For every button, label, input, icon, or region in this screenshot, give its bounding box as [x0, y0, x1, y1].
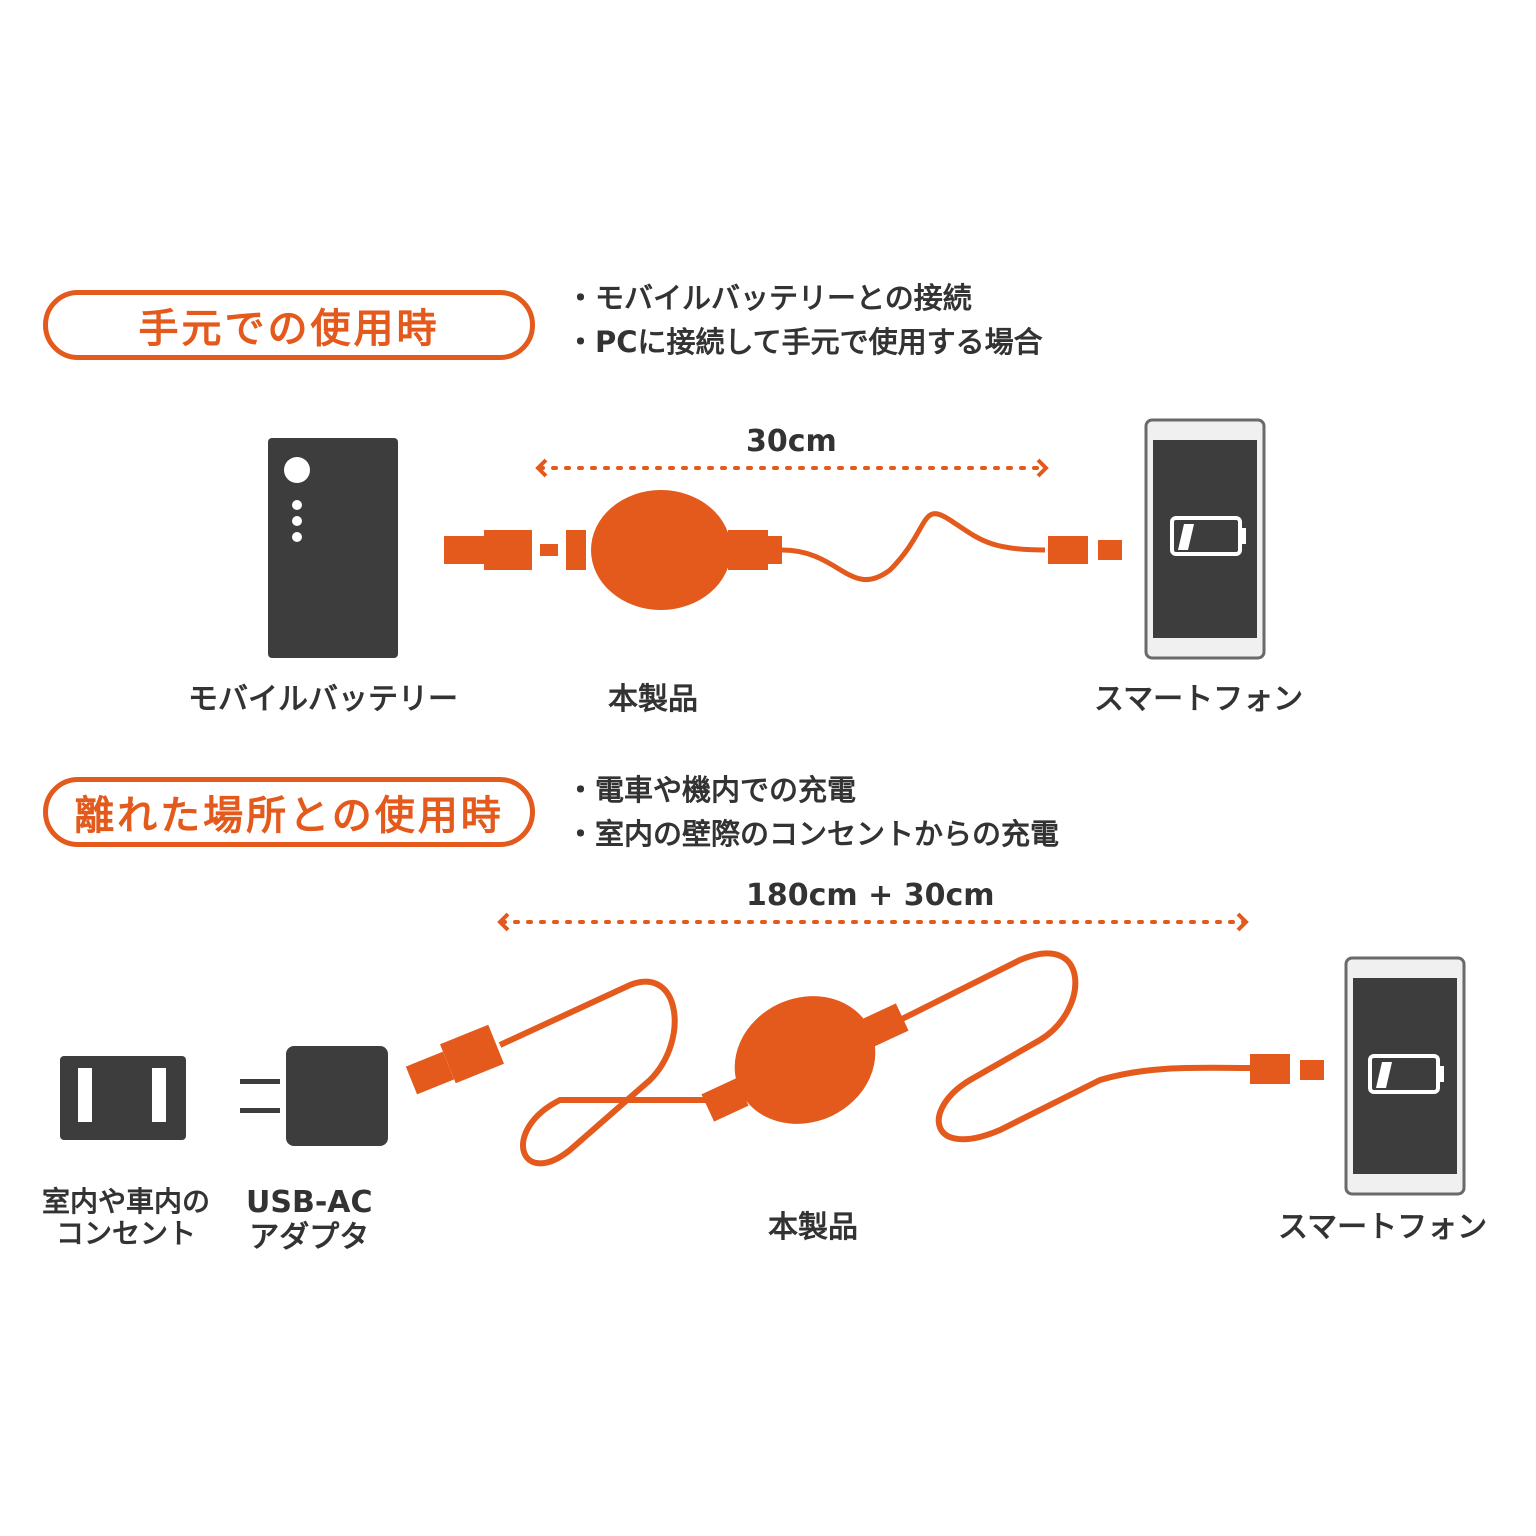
section2-note-2: ・室内の壁際のコンセントからの充電 — [566, 817, 1060, 851]
smartphone-icon — [1344, 956, 1466, 1196]
section1-note-2: ・PCに接続して手元で使用する場合 — [566, 325, 1043, 359]
section1-title-badge: 手元での使用時 — [43, 290, 535, 360]
usb-ac-adapter-label-line1: USB-AC — [246, 1185, 373, 1220]
section1-title: 手元での使用時 — [138, 306, 440, 352]
usb-ac-adapter-label-line2: アダプタ — [249, 1219, 370, 1255]
product-label: 本製品 — [768, 1210, 858, 1245]
smartphone-label: スマートフォン — [1094, 682, 1304, 717]
section2-note-1: ・電車や機内での充電 — [566, 773, 857, 807]
smartphone-label: スマートフォン — [1278, 1210, 1488, 1245]
section2-title-badge: 離れた場所との使用時 — [43, 777, 535, 847]
product-label: 本製品 — [608, 682, 698, 717]
wall-outlet-icon — [60, 1056, 186, 1140]
usb-ac-adapter-icon — [240, 1046, 388, 1146]
retractable-cable-short-icon — [444, 490, 1122, 610]
section2-title: 離れた場所との使用時 — [74, 793, 504, 839]
mobile-battery-label: モバイルバッテリー — [188, 682, 458, 717]
section1-distance-label: 30cm — [746, 424, 837, 459]
usb-ac-adapter-label: USB-AC アダプタ — [246, 1185, 373, 1255]
section2-distance-label: 180cm + 30cm — [746, 878, 995, 913]
wall-outlet-label-line2: コンセント — [56, 1217, 197, 1251]
wall-outlet-label-line1: 室内や車内の — [42, 1185, 211, 1218]
mobile-battery-icon — [268, 438, 398, 658]
distance-arrow-210cm — [497, 912, 1249, 932]
section1-note-1: ・モバイルバッテリーとの接続 — [566, 281, 972, 315]
distance-arrow-30cm — [535, 458, 1049, 478]
retractable-cable-long-icon — [405, 950, 1324, 1167]
wall-outlet-label: 室内や車内の コンセント — [42, 1185, 211, 1251]
smartphone-icon — [1144, 418, 1266, 660]
